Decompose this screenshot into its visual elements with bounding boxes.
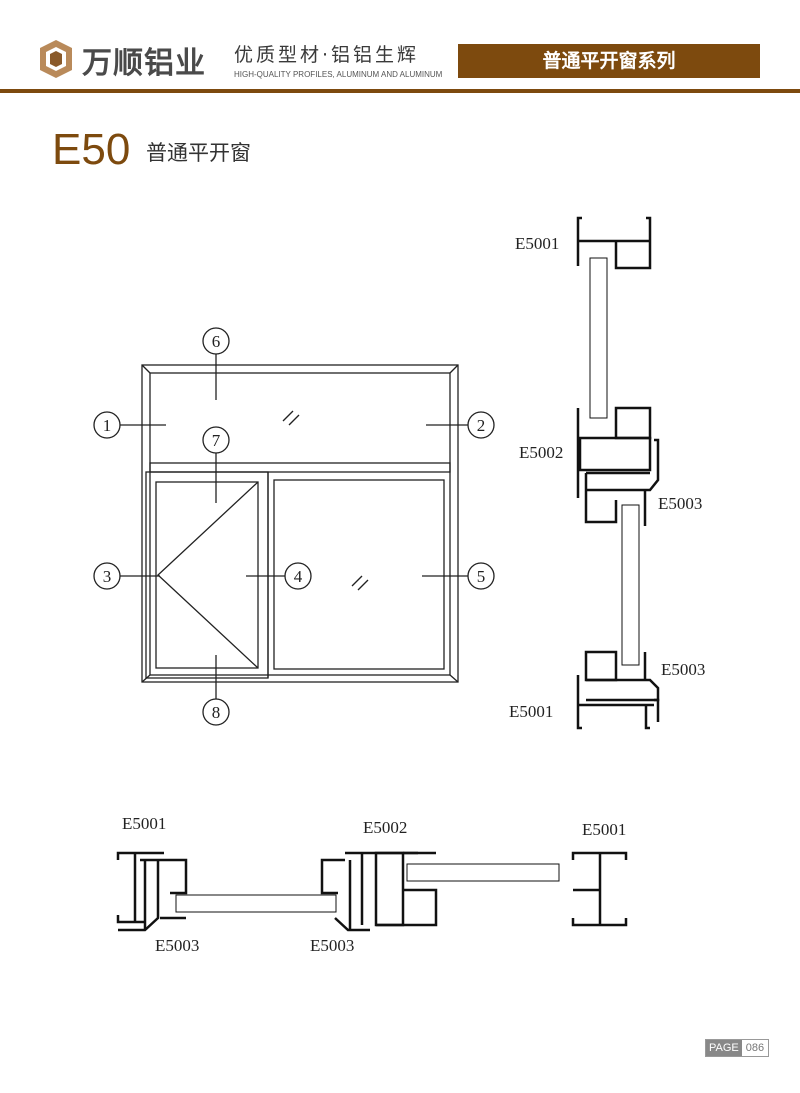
callout-markers bbox=[93, 327, 495, 726]
slogan-english: HIGH-QUALITY PROFILES, ALUMINUM AND ALUM… bbox=[234, 70, 443, 79]
header-divider bbox=[0, 89, 800, 93]
callout-2: 2 bbox=[477, 416, 486, 435]
page-number-badge: PAGE 086 bbox=[705, 1039, 770, 1057]
label-e5003-left: E5003 bbox=[155, 936, 199, 955]
page-number: 086 bbox=[745, 1042, 765, 1054]
label-e5003-center: E5003 bbox=[310, 936, 354, 955]
callout-3: 3 bbox=[103, 567, 112, 586]
label-e5003-mid: E5003 bbox=[658, 494, 702, 513]
callout-4: 4 bbox=[294, 567, 303, 586]
label-e5001-top: E5001 bbox=[515, 234, 559, 253]
page-label: PAGE bbox=[706, 1040, 742, 1056]
callout-7: 7 bbox=[212, 431, 221, 450]
logo-icon bbox=[40, 40, 72, 78]
brand-name: 万顺铝业 bbox=[82, 46, 206, 81]
callout-1: 1 bbox=[103, 416, 112, 435]
callout-5: 5 bbox=[477, 567, 486, 586]
slogan: 优质型材·铝铝生辉 bbox=[234, 44, 420, 66]
label-e5002: E5002 bbox=[519, 443, 563, 462]
label-e5001-bottom: E5001 bbox=[509, 702, 553, 721]
callout-6: 6 bbox=[212, 332, 221, 351]
label-e5001-right: E5001 bbox=[582, 820, 626, 839]
label-e5001-left: E5001 bbox=[122, 814, 166, 833]
page-title: 普通平开窗 bbox=[146, 141, 251, 165]
label-e5002-center: E5002 bbox=[363, 818, 407, 837]
series-banner: 普通平开窗系列 bbox=[458, 44, 760, 78]
label-e5003-bottom: E5003 bbox=[661, 660, 705, 679]
model-number: E50 bbox=[52, 125, 131, 174]
callout-8: 8 bbox=[212, 703, 221, 722]
